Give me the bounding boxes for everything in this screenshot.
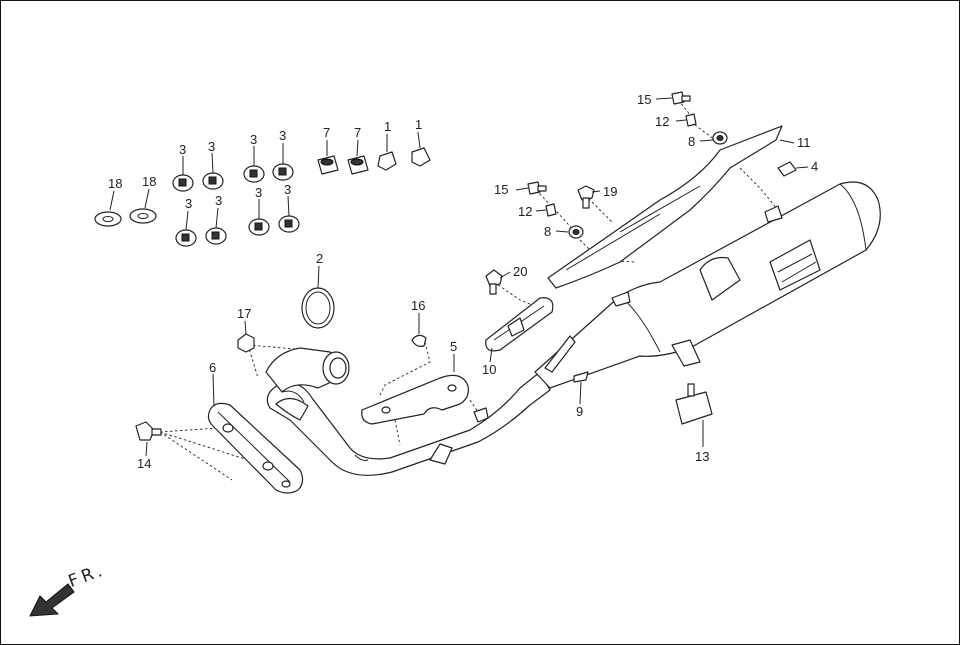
callout-15: 15 bbox=[637, 92, 652, 107]
callout-13: 13 bbox=[695, 449, 710, 464]
callout-9: 9 bbox=[576, 404, 584, 419]
nut-part-17 bbox=[237, 333, 255, 353]
callout-17: 17 bbox=[237, 306, 252, 321]
callout-3: 3 bbox=[250, 132, 258, 147]
washers-part-18 bbox=[94, 208, 157, 227]
callout-3: 3 bbox=[284, 182, 292, 197]
callout-18: 18 bbox=[108, 176, 123, 191]
collars-part-7 bbox=[317, 155, 369, 175]
callout-1: 1 bbox=[415, 117, 423, 132]
bracket-part-5 bbox=[361, 374, 469, 425]
callout-6: 6 bbox=[209, 360, 217, 375]
callout-20: 20 bbox=[513, 264, 528, 279]
callout-4: 4 bbox=[811, 159, 819, 174]
callout-3: 3 bbox=[215, 193, 223, 208]
heat-shield-part-6 bbox=[207, 402, 304, 494]
grommets-part-3 bbox=[172, 163, 300, 247]
silencer-part-9 bbox=[534, 181, 881, 389]
bolts-part-15 bbox=[527, 91, 691, 195]
nuts-part-1 bbox=[377, 147, 431, 171]
callout-3: 3 bbox=[179, 142, 187, 157]
callout-14: 14 bbox=[137, 456, 152, 471]
spacers-part-12 bbox=[545, 113, 697, 217]
silencer-cover-part-11 bbox=[547, 125, 783, 289]
nuts-part-8 bbox=[568, 131, 728, 239]
callout-7: 7 bbox=[354, 125, 362, 140]
callout-15: 15 bbox=[494, 182, 509, 197]
bracket-part-10 bbox=[485, 297, 554, 352]
bolt-part-14 bbox=[135, 421, 162, 441]
callout-18: 18 bbox=[142, 174, 157, 189]
callout-11: 11 bbox=[797, 135, 811, 150]
callout-7: 7 bbox=[323, 125, 331, 140]
callout-3: 3 bbox=[185, 196, 193, 211]
bolt-part-20 bbox=[485, 269, 503, 295]
callout-8: 8 bbox=[688, 134, 696, 149]
callout-3: 3 bbox=[255, 185, 263, 200]
callout-10: 10 bbox=[482, 362, 497, 377]
callout-3: 3 bbox=[208, 139, 216, 154]
front-direction-arrow-icon bbox=[29, 583, 75, 617]
damper-part-13 bbox=[675, 383, 713, 425]
callout-2: 2 bbox=[316, 251, 324, 266]
callout-12: 12 bbox=[518, 204, 533, 219]
callout-12: 12 bbox=[655, 114, 670, 129]
callout-1: 1 bbox=[384, 119, 392, 134]
screw-part-16 bbox=[411, 334, 427, 347]
callout-16: 16 bbox=[411, 298, 426, 313]
gasket-ring-part-2 bbox=[301, 287, 335, 329]
callout-19: 19 bbox=[603, 184, 618, 199]
callout-5: 5 bbox=[450, 339, 458, 354]
callout-3: 3 bbox=[279, 128, 287, 143]
clip-part-4 bbox=[777, 161, 797, 177]
callout-leader-lines bbox=[109, 97, 809, 457]
callout-8: 8 bbox=[544, 224, 552, 239]
exhaust-header-pipe bbox=[265, 347, 551, 476]
bolt-part-19 bbox=[577, 185, 595, 209]
